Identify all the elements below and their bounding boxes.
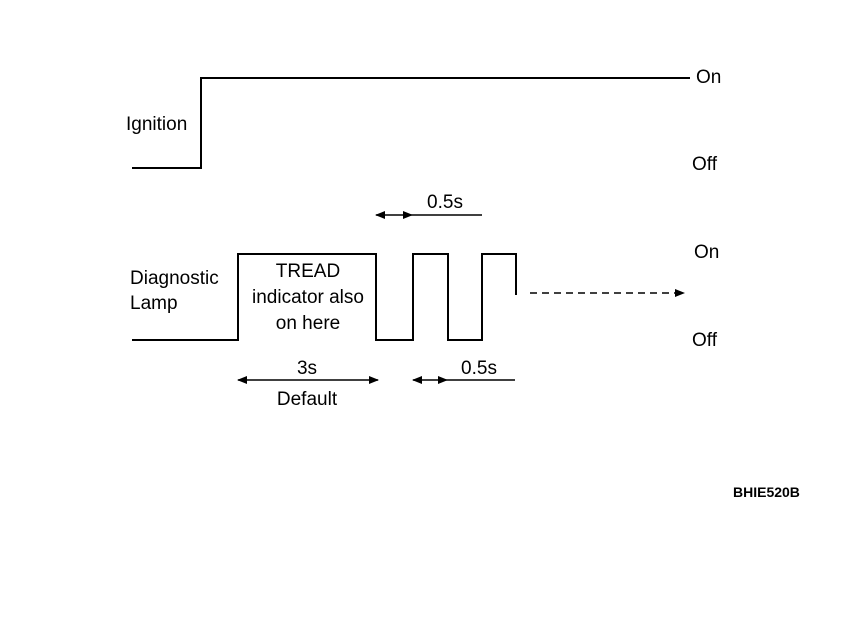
bottom-interval-label: 0.5s	[461, 358, 497, 379]
lamp-label-line1: Diagnostic	[130, 268, 219, 289]
default-interval-label: 3s	[296, 358, 318, 379]
figure-code: BHIE520B	[733, 484, 800, 500]
ignition-off-label: Off	[692, 154, 717, 175]
tread-note-line1: TREAD	[275, 261, 341, 282]
lamp-off-label: Off	[692, 330, 717, 351]
ignition-on-label: On	[696, 67, 722, 88]
tread-note-line2: indicator also	[252, 287, 364, 308]
ignition-label: Ignition	[126, 114, 188, 135]
lamp-label-line2: Lamp	[130, 293, 178, 314]
lamp-on-label: On	[694, 242, 720, 263]
ignition-waveform	[132, 77, 690, 169]
tread-note-line3: on here	[275, 313, 341, 334]
lamp-waveform	[132, 253, 517, 341]
default-label: Default	[276, 389, 338, 410]
top-interval-label: 0.5s	[427, 192, 463, 213]
